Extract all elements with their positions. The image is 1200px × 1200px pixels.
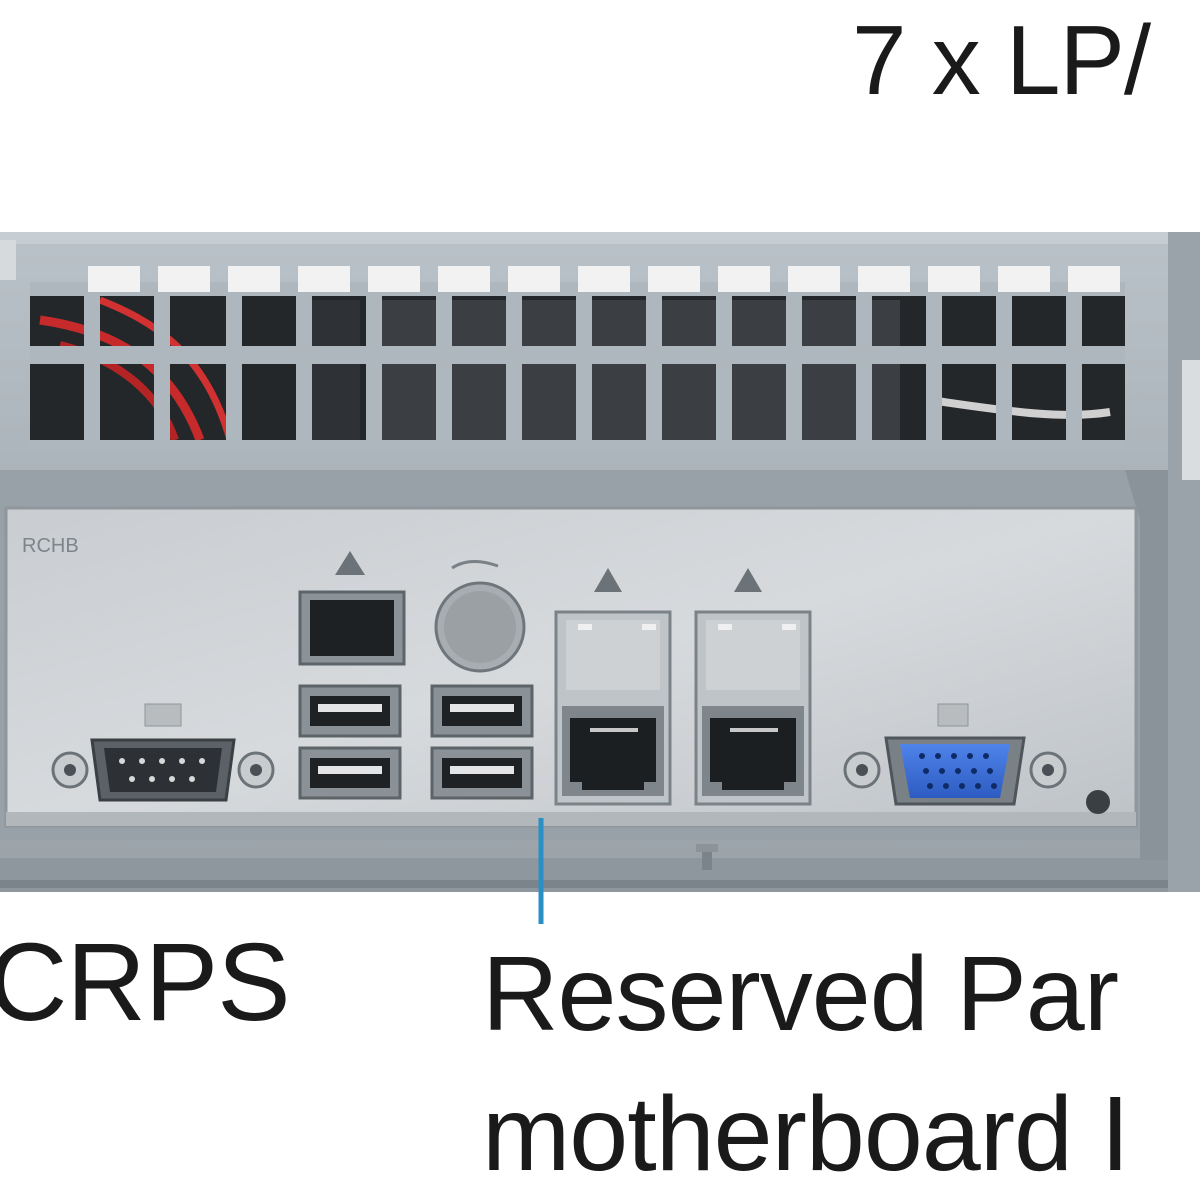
lan-warning-icon [298, 551, 406, 666]
pcie-slot-label: 7 x LP/ [852, 5, 1151, 115]
crps-label: CRPS [0, 921, 291, 1044]
usb-icon [298, 684, 534, 800]
vga-icon [843, 703, 1110, 814]
panel-marking: RCHB [22, 535, 79, 557]
pcie-vent-area [30, 266, 1125, 452]
reserved-panel-label: Reserved Par [482, 935, 1119, 1053]
serial-port-icon [51, 703, 275, 802]
keyboard-mouse-icon [434, 560, 526, 673]
dual-lan-ports [554, 568, 812, 806]
motherboard-io-label: motherboard I [482, 1075, 1130, 1193]
